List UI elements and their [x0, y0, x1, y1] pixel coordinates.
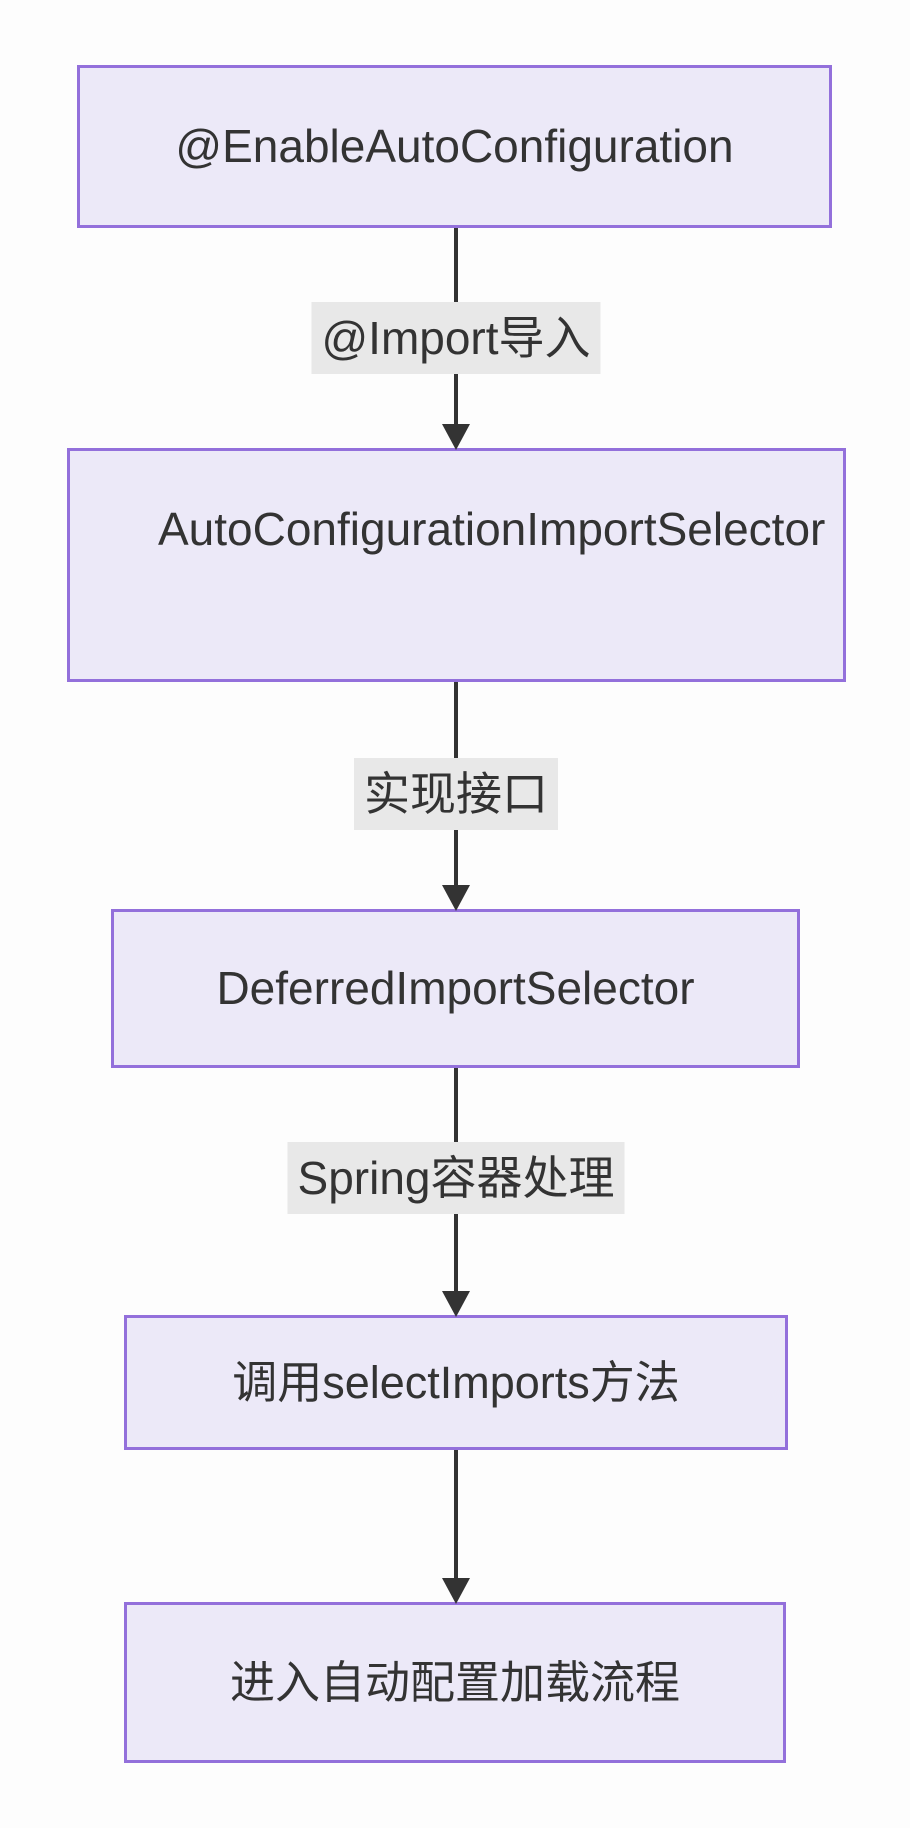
- edge-label-import: @Import导入: [311, 302, 601, 374]
- edge-line-4: [454, 1450, 458, 1582]
- arrowhead-icon: [442, 1291, 470, 1317]
- edge-label-implements-interface: 实现接口: [354, 758, 558, 830]
- flow-node-auto-configuration-import-selector: AutoConfigurationImportSelector: [67, 448, 846, 682]
- flow-node-deferred-import-selector: DeferredImportSelector: [111, 909, 800, 1068]
- arrowhead-icon: [442, 885, 470, 911]
- edge-label-spring-container-handles: Spring容器处理: [287, 1142, 625, 1214]
- arrowhead-icon: [442, 424, 470, 450]
- arrowhead-icon: [442, 1578, 470, 1604]
- flow-node-enter-auto-config-loading: 进入自动配置加载流程: [124, 1602, 786, 1763]
- flow-node-call-select-imports: 调用selectImports方法: [124, 1315, 788, 1450]
- flow-node-enable-auto-configuration: @EnableAutoConfiguration: [77, 65, 832, 228]
